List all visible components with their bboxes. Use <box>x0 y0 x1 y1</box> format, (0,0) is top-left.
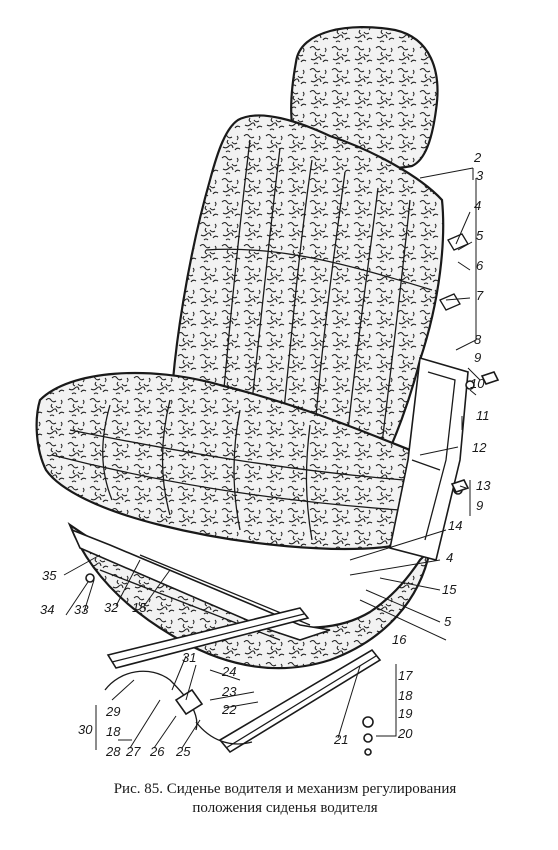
callout-24: 24 <box>221 664 236 679</box>
callout-11: 11 <box>476 408 490 423</box>
callout-9-lower: 9 <box>476 498 483 513</box>
callout-9: 9 <box>474 350 481 365</box>
bolt-hardware <box>85 371 500 756</box>
callout-29: 29 <box>105 704 120 719</box>
callout-labels: 2 3 4 5 6 7 8 9 10 11 12 13 9 14 4 15 5 … <box>40 150 491 759</box>
callout-25: 25 <box>175 744 191 759</box>
callout-6: 6 <box>476 258 484 273</box>
callout-17: 17 <box>398 668 413 683</box>
recliner-plate <box>389 233 475 561</box>
callout-34: 34 <box>40 602 54 617</box>
callout-18: 18 <box>106 724 121 739</box>
leader-lines <box>63 167 481 750</box>
caption-line-1: Рис. 85. Сиденье водителя и механизм рег… <box>113 781 457 797</box>
callout-21: 21 <box>333 732 348 747</box>
callout-32: 32 <box>104 600 119 615</box>
callout-2: 2 <box>473 150 482 165</box>
figure-caption: Рис. 85. Сиденье водителя и механизм рег… <box>30 780 540 818</box>
callout-22: 22 <box>221 702 237 717</box>
callout-5-lower: 5 <box>444 614 452 629</box>
backrest <box>168 114 445 472</box>
callout-27: 27 <box>125 744 141 759</box>
callout-26: 26 <box>149 744 165 759</box>
callout-18-right: 18 <box>398 688 413 703</box>
caption-line-2: положения сиденья водителя <box>192 800 378 816</box>
callout-15-left: 15 <box>132 600 147 615</box>
callout-4-lower: 4 <box>446 550 453 565</box>
callout-19: 19 <box>398 706 412 721</box>
callout-14: 14 <box>448 518 462 533</box>
callout-28: 28 <box>105 744 121 759</box>
callout-13: 13 <box>476 478 491 493</box>
callout-20: 20 <box>397 726 413 741</box>
callout-10: 10 <box>470 376 485 391</box>
callout-30: 30 <box>78 722 93 737</box>
slide-rails <box>104 607 382 754</box>
callout-3: 3 <box>476 168 484 183</box>
callout-12: 12 <box>472 440 487 455</box>
callout-33: 33 <box>74 602 89 617</box>
callout-23: 23 <box>221 684 237 699</box>
callout-8: 8 <box>474 332 482 347</box>
callout-5: 5 <box>476 228 484 243</box>
callout-31: 31 <box>182 650 196 665</box>
callout-15: 15 <box>442 582 457 597</box>
callout-7: 7 <box>476 288 484 303</box>
callout-4: 4 <box>474 198 481 213</box>
callout-16: 16 <box>392 632 407 647</box>
callout-35: 35 <box>42 568 57 583</box>
